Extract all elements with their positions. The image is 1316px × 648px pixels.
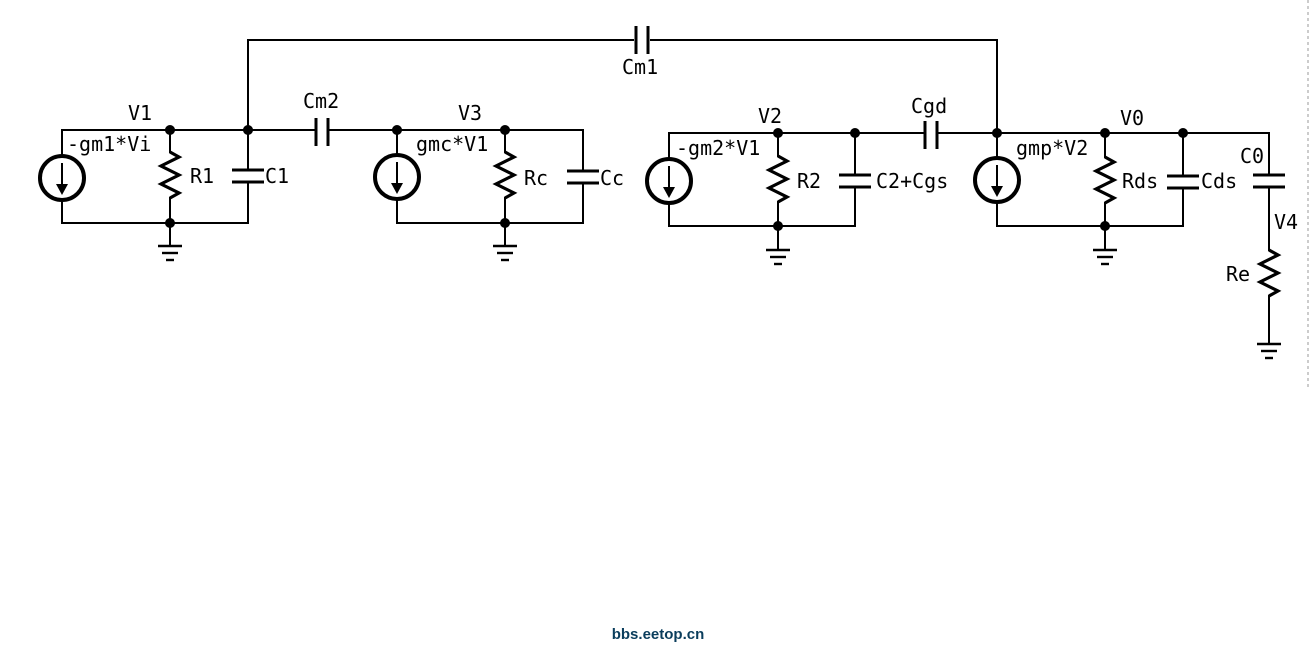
watermark: bbs.eetop.cn — [612, 626, 705, 643]
r2-label: R2 — [797, 169, 821, 193]
c0-label: C0 — [1240, 144, 1264, 168]
gmp-source-label: gmp*V2 — [1016, 136, 1088, 160]
gm2-current-source — [645, 157, 693, 205]
cm1-feedback-path — [247, 26, 998, 134]
cascode-ground-junction — [500, 218, 510, 228]
rds-label: Rds — [1122, 169, 1158, 193]
v2-cap-junction — [850, 128, 860, 138]
v3-label: V3 — [458, 101, 482, 125]
v4-label: V4 — [1274, 210, 1298, 234]
cascode-stage-circuit — [396, 129, 599, 262]
r1-label: R1 — [190, 164, 214, 188]
v1-cm1-junction — [243, 125, 253, 135]
gmc-source-label: gmc*V1 — [416, 132, 488, 156]
cm2-label: Cm2 — [303, 89, 339, 113]
v1-junction — [165, 125, 175, 135]
c1-label: C1 — [265, 164, 289, 188]
v3-source-junction — [392, 125, 402, 135]
gmp-current-source — [973, 156, 1021, 204]
cm1-label: Cm1 — [622, 55, 658, 79]
v2-label: V2 — [758, 104, 782, 128]
gm1-source-label: -gm1*Vi — [67, 132, 151, 156]
v0-cm1-junction — [992, 128, 1002, 138]
v0-label: V0 — [1120, 106, 1144, 130]
cgd-label: Cgd — [911, 94, 947, 118]
re-label: Re — [1226, 262, 1250, 286]
v1-label: V1 — [128, 101, 152, 125]
output-ground-junction — [1100, 221, 1110, 231]
cc-label: Cc — [600, 166, 624, 190]
gm2-source-label: -gm2*V1 — [676, 136, 760, 160]
stage2-circuit — [668, 121, 998, 266]
rc-label: Rc — [524, 166, 548, 190]
c2-cgs-label: C2+Cgs — [876, 169, 948, 193]
gm1-current-source — [38, 154, 86, 202]
cds-label: Cds — [1201, 169, 1237, 193]
v2-junction — [773, 128, 783, 138]
gmc-current-source — [373, 153, 421, 201]
stage2-ground-junction — [773, 221, 783, 231]
v0-cap-junction — [1178, 128, 1188, 138]
v0-junction — [1100, 128, 1110, 138]
stage1-ground-junction — [165, 218, 175, 228]
v3-junction — [500, 125, 510, 135]
stage1-circuit — [61, 118, 398, 262]
